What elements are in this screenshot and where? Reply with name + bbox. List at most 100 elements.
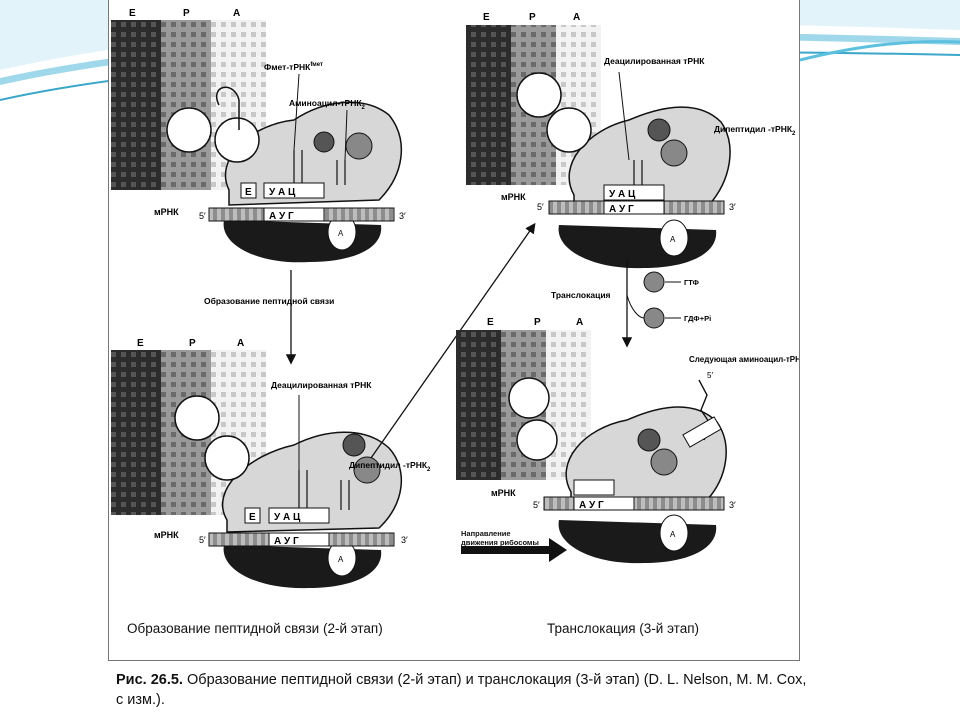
- dipeptide-ball-2: [353, 456, 381, 484]
- anticodon-box: [263, 182, 325, 199]
- aminoacyl-pointer: [344, 109, 348, 161]
- anticodon-text: У А Ц: [269, 187, 296, 198]
- three-prime-label-4: 3′: [729, 500, 736, 510]
- next-aminoacyl-label: Следующая аминоацил-тРНК: [689, 355, 799, 364]
- e-site-box: [240, 182, 257, 199]
- grid-e-site: [111, 20, 161, 190]
- codon-box-4: [573, 496, 635, 511]
- site-a-label: A: [233, 8, 240, 19]
- codon-box-3: [603, 200, 665, 215]
- dipeptide-ball-4b: [650, 448, 678, 476]
- fmet-trna-label: Фмет-тРНКfмет: [264, 62, 323, 72]
- five-prime-incoming: 5′: [707, 371, 713, 380]
- trna-stem-p-2: [298, 470, 308, 510]
- dipeptide-ball-4a: [637, 428, 661, 452]
- arrow-diagonal: [370, 222, 536, 459]
- figure-caption: Рис. 26.5. Образование пептидной связи (…: [116, 670, 816, 710]
- five-prime-label-3: 5′: [537, 202, 544, 212]
- figure-number: Рис. 26.5.: [116, 672, 183, 688]
- a-site-small-label-4: А: [670, 530, 676, 539]
- three-prime-label-3: 3′: [729, 202, 736, 212]
- site-a-label-3: A: [573, 12, 580, 23]
- anticodon-box-4: [573, 479, 615, 496]
- trna-loop: [216, 86, 240, 130]
- fmet-pointer: [293, 73, 300, 151]
- panel-2: E P A У А Ц Е А У Г мРНК 5′ 3′ А Деацили…: [111, 338, 431, 589]
- codon-text: А У Г: [269, 211, 294, 222]
- site-a-label-4: A: [576, 317, 583, 328]
- dipeptide-ball-1: [342, 433, 366, 457]
- deacylated-trna-label-3: Деацилированная тРНК: [604, 56, 705, 66]
- mrna-label-2: мРНК: [154, 530, 179, 540]
- site-e-label-4: E: [487, 317, 494, 328]
- deacyl-trna-circle-2: [204, 435, 250, 481]
- grid-p-site: [161, 20, 211, 190]
- site-p-label-3: P: [529, 12, 536, 23]
- caption-right: Транслокация (3-й этап): [547, 621, 699, 636]
- a-site-small-label: А: [338, 229, 344, 238]
- codon-box-2: [268, 532, 330, 547]
- panel-3: E P A У А Ц А У Г мРНК 5′ 3′ А Деацилиро…: [466, 12, 796, 269]
- exiting-trna-circle-4a: [508, 377, 550, 419]
- five-prime-label-2: 5′: [199, 535, 206, 545]
- gtp-label: ГТФ: [684, 278, 700, 287]
- figure-caption-text: Образование пептидной связи (2-й этап) и…: [116, 672, 807, 708]
- grid-e-site-3: [466, 25, 511, 185]
- five-prime-label: 5′: [199, 211, 206, 221]
- trna-stem-a-2: [340, 480, 350, 510]
- incoming-anticodon-box: [682, 416, 722, 448]
- translocation-label: Транслокация: [551, 290, 611, 300]
- e-site-box-2: [244, 507, 261, 524]
- ef-g-gdp-circle: [643, 307, 665, 329]
- peptide-bond-step-label: Образование пептидной связи: [204, 296, 334, 306]
- panel-1: E P A У А Ц Е А У Г мРНК 5′ 3′ А Фмет-тР…: [111, 8, 406, 263]
- direction-arrow: [461, 538, 567, 562]
- anticodon-text-3: У А Ц: [609, 189, 636, 200]
- dipeptidyl-trna-label-3: Дипептидил -тРНК2: [714, 124, 796, 137]
- site-e-label-2: E: [137, 338, 144, 349]
- deacyl-trna-circle-3b: [546, 107, 592, 153]
- ribosome-small-subunit-4: [558, 520, 717, 564]
- figure-frame: E P A У А Ц Е А У Г мРНК 5′ 3′ А Фмет-тР…: [108, 0, 800, 661]
- mrna-label: мРНК: [154, 207, 179, 217]
- codon-box: [263, 207, 325, 222]
- codon-text-2: А У Г: [274, 536, 299, 547]
- trna-stem-a: [336, 160, 346, 185]
- grid-e-site-4: [456, 330, 501, 480]
- anticodon-box-2: [268, 507, 330, 524]
- amino-acid-ball-2: [345, 132, 373, 160]
- mrna-label-3: мРНК: [501, 192, 526, 202]
- ribosome-figure: E P A У А Ц Е А У Г мРНК 5′ 3′ А Фмет-тР…: [111, 8, 799, 636]
- a-site-small-label-2: А: [338, 555, 344, 564]
- deacylated-pointer-3: [618, 71, 630, 161]
- fmet-trna-circle-1: [166, 107, 212, 153]
- a-site-small-label-3: А: [670, 235, 676, 244]
- site-p-label-4: P: [534, 317, 541, 328]
- dipeptidyl-trna-label: Дипептидил -тРНК2: [349, 460, 431, 473]
- ef-g-gtp-circle: [643, 271, 665, 293]
- e-site-box-text: Е: [245, 187, 252, 198]
- dipeptide-ball-3b: [660, 139, 688, 167]
- site-p-label-2: P: [189, 338, 196, 349]
- gtp-hydrolysis-curve: [626, 294, 645, 319]
- mrna-label-4: мРНК: [491, 488, 516, 498]
- panel-4: E P A А У Г мРНК 5′ 3′ 5′ А Следующая ам…: [456, 317, 799, 564]
- aminoacyl-trna-label: Аминоацил-тРНК2: [289, 98, 366, 111]
- three-prime-label-2: 3′: [401, 535, 408, 545]
- ribosome-small-subunit-3: [558, 225, 717, 269]
- exiting-trna-circle-4b: [516, 419, 558, 461]
- codon-text-4: А У Г: [579, 500, 604, 511]
- amino-acid-ball-1: [313, 131, 335, 153]
- wave-line-right: [799, 40, 960, 62]
- codon-text-3: А У Г: [609, 204, 634, 215]
- five-prime-label-4: 5′: [533, 500, 540, 510]
- site-e-label-3: E: [483, 12, 490, 23]
- caption-left: Образование пептидной связи (2-й этап): [127, 621, 383, 636]
- a-site-oval-4: [659, 514, 689, 552]
- site-a-label-2: A: [237, 338, 244, 349]
- deacyl-trna-circle-1: [174, 395, 220, 441]
- ribosome-small-subunit-2: [223, 545, 382, 589]
- trna-stem-p: [293, 150, 303, 185]
- a-site-oval-3: [659, 219, 689, 257]
